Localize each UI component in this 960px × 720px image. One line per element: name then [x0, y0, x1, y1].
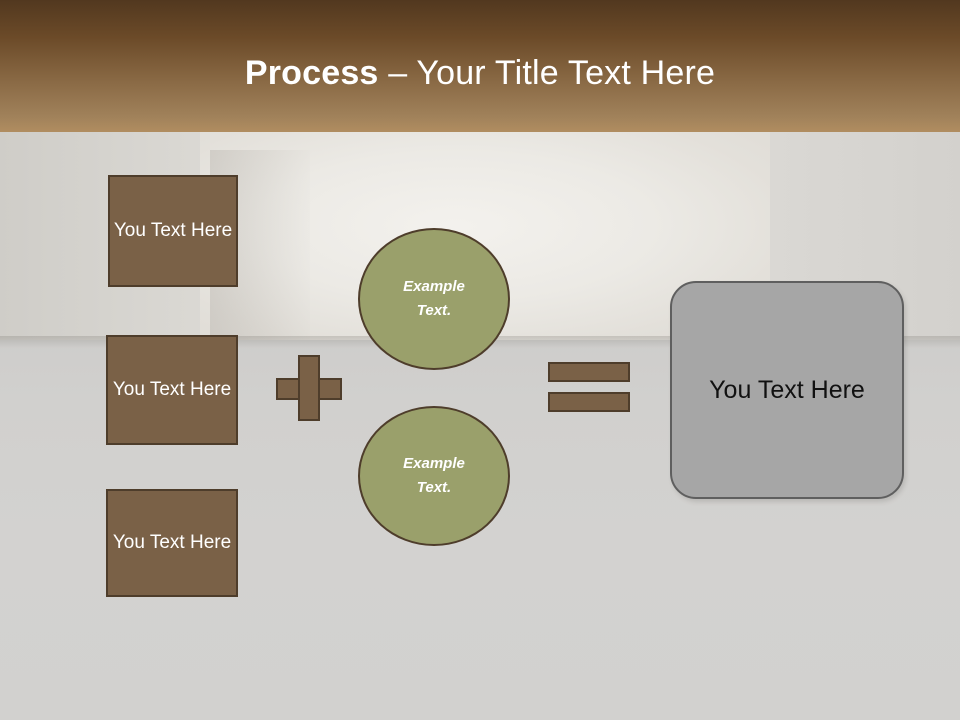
page-title: Process – Your Title Text Here: [0, 52, 960, 94]
input-box-1[interactable]: You Text Here: [108, 175, 238, 287]
plus-icon-center: [300, 380, 318, 398]
input-box-2[interactable]: You Text Here: [106, 335, 238, 445]
example-circle-1-line2: Text.: [416, 302, 452, 319]
example-circle-1[interactable]: Example Text.: [358, 228, 510, 370]
example-circle-2[interactable]: Example Text.: [358, 406, 510, 546]
equals-icon-bottom-bar: [548, 392, 630, 412]
result-box-label: You Text Here: [709, 375, 865, 404]
page-title-rest: – Your Title Text Here: [378, 54, 716, 92]
input-box-3-label: You Text Here: [112, 532, 232, 553]
equals-icon: [548, 362, 630, 412]
example-circle-1-line1: Example: [403, 278, 465, 295]
example-circle-2-line2: Text.: [416, 479, 452, 496]
input-box-1-label: You Text Here: [113, 220, 233, 241]
example-circle-1-text: Example Text.: [403, 275, 465, 323]
page-title-bold: Process: [244, 54, 379, 92]
example-circle-2-line1: Example: [403, 455, 465, 472]
input-box-2-label: You Text Here: [112, 379, 232, 400]
plus-icon: [276, 355, 342, 421]
example-circle-2-text: Example Text.: [403, 452, 465, 500]
title-banner: Process – Your Title Text Here: [0, 0, 960, 132]
equals-icon-top-bar: [548, 362, 630, 382]
result-box[interactable]: You Text Here: [670, 281, 904, 499]
input-box-3[interactable]: You Text Here: [106, 489, 238, 597]
